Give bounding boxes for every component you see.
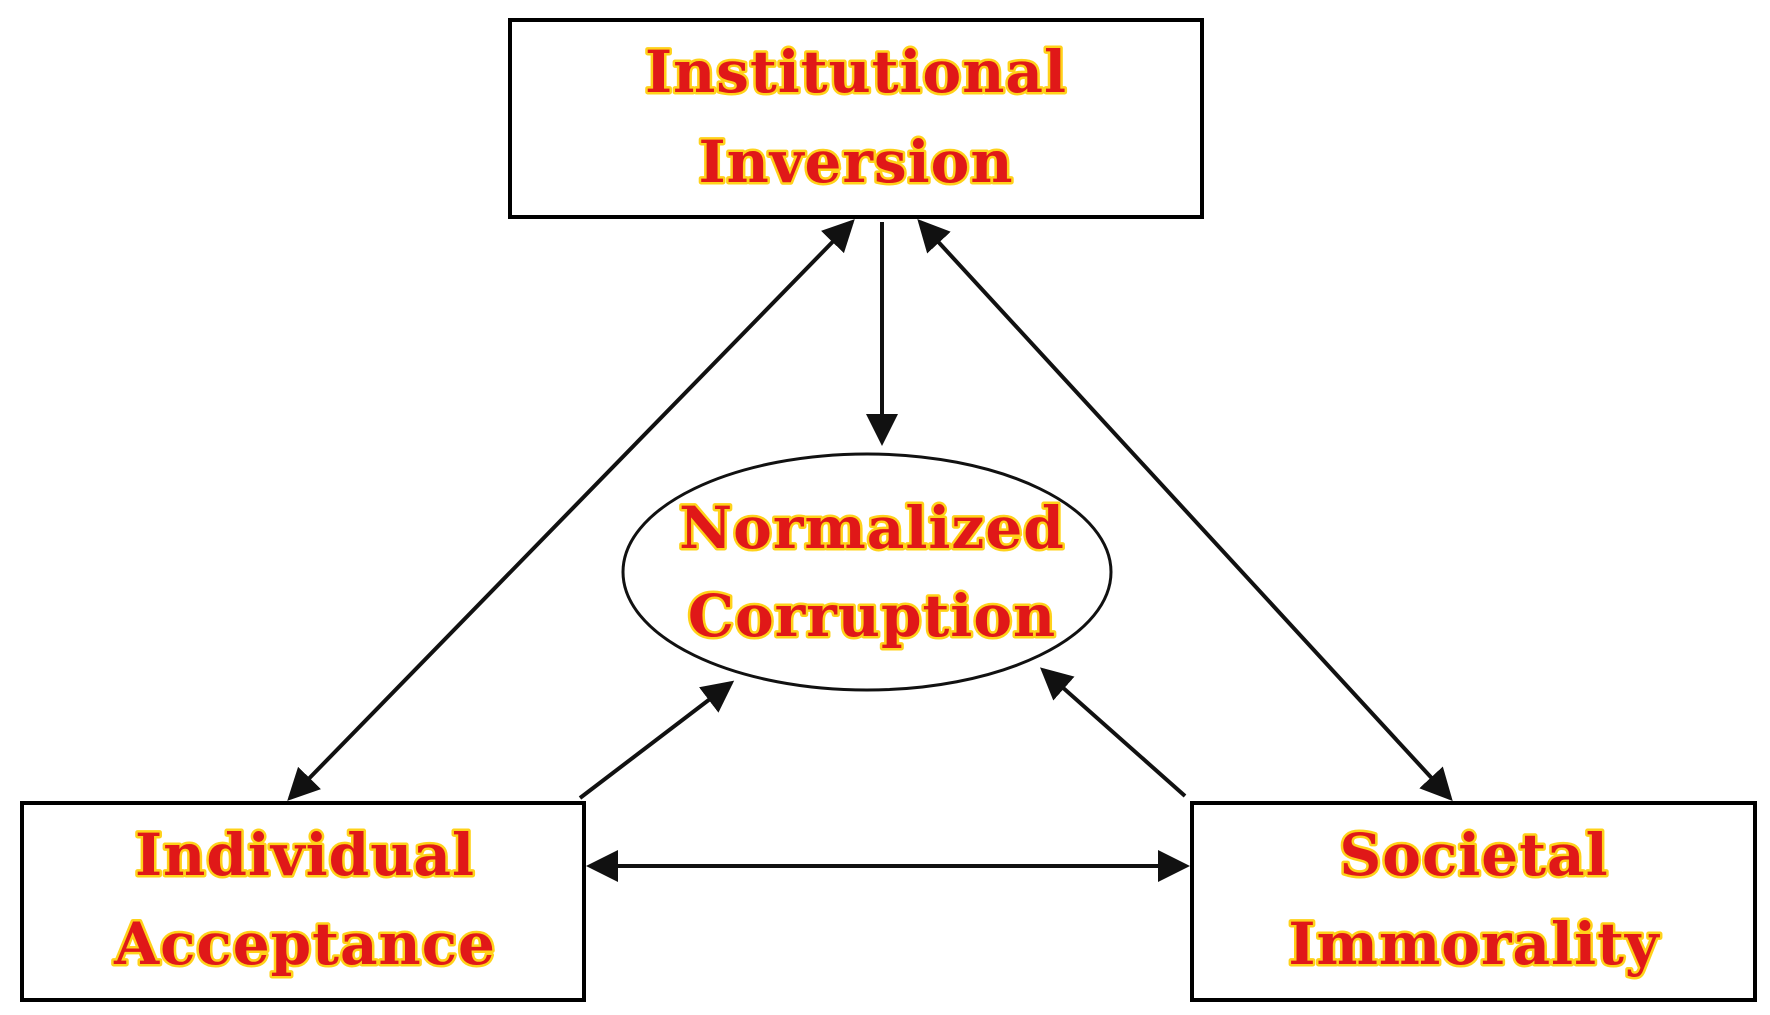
node-normalized-corruption: Normalized Corruption <box>621 452 1113 692</box>
institutional-line1: Institutional <box>645 38 1067 106</box>
normalized-line2: Corruption <box>688 582 1056 650</box>
arrow-institutional-societal <box>917 219 1453 801</box>
node-societal-immorality: Societal Immorality <box>1190 801 1757 1002</box>
individual-line2: Acceptance <box>113 910 496 978</box>
node-individual-acceptance: Individual Acceptance <box>20 801 586 1002</box>
societal-line1: Societal <box>1339 821 1608 889</box>
normalized-line1: Normalized <box>679 494 1065 562</box>
institutional-line2: Inversion <box>698 128 1013 196</box>
arrow-societal-to-normalized <box>1040 667 1187 798</box>
societal-line2: Immorality <box>1288 910 1661 978</box>
individual-line1: Individual <box>135 821 475 889</box>
arrow-institutional-individual <box>287 219 855 801</box>
arrow-individual-to-normalized <box>578 680 735 800</box>
node-institutional-inversion: Institutional Inversion <box>508 18 1204 219</box>
